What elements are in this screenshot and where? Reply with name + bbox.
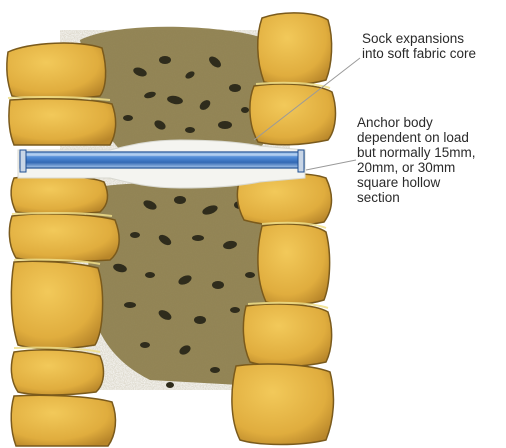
- callout-anchor-line-4: 20mm, or 30mm: [357, 160, 476, 175]
- callout-anchor-line-1: Anchor body: [357, 115, 476, 130]
- callout-sock-expansions: Sock expansions into soft fabric core: [362, 31, 476, 61]
- callout-anchor-body: Anchor body dependent on load but normal…: [357, 115, 476, 205]
- callout-anchor-line-5: square hollow: [357, 175, 476, 190]
- callout-anchor-line-6: section: [357, 190, 476, 205]
- callout-anchor-line-3: but normally 15mm,: [357, 145, 476, 160]
- callout-sock-line-1: Sock expansions: [362, 31, 476, 46]
- callout-sock-line-2: into soft fabric core: [362, 46, 476, 61]
- callout-anchor-line-2: dependent on load: [357, 130, 476, 145]
